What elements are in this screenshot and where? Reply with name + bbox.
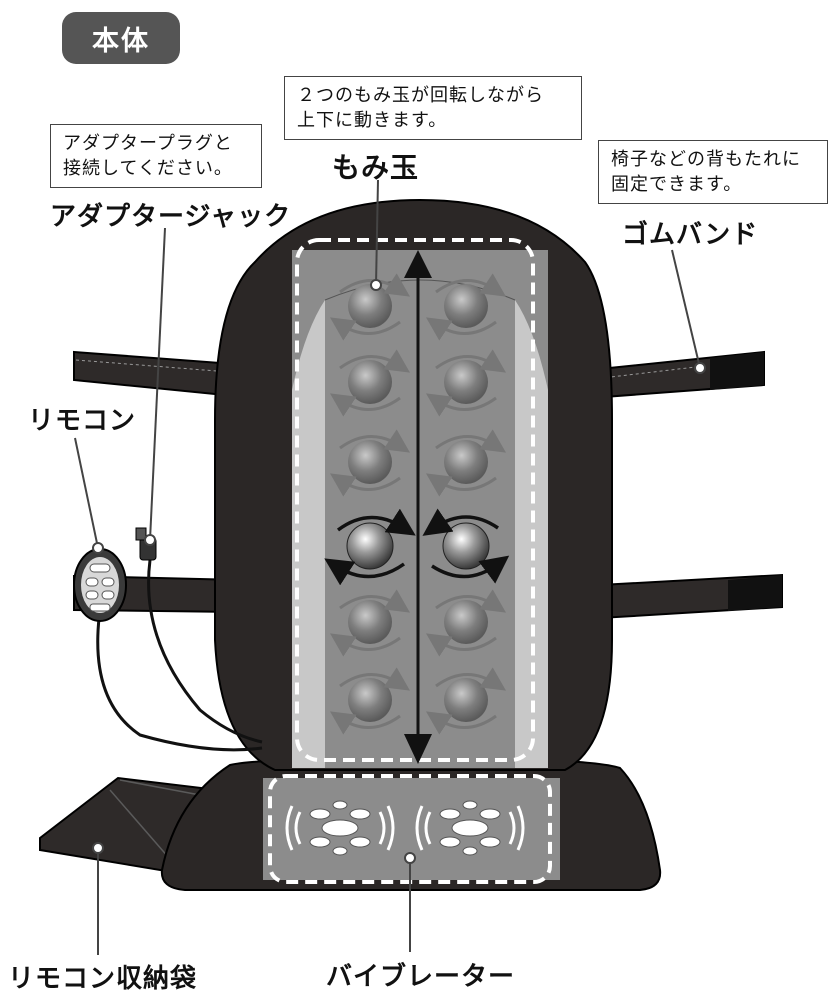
label-rubber-band: ゴムバンド (622, 220, 759, 250)
band-note-line-1: 椅子などの背もたれに (611, 149, 801, 170)
band-note: 椅子などの背もたれに 固定できます。 (598, 140, 828, 204)
plug-note-line-2: 接続してください。 (63, 158, 233, 179)
adapter-cord (147, 559, 263, 744)
side-bolster-left (292, 300, 325, 768)
remote-cord (96, 609, 263, 752)
page-title: 本体 (62, 12, 180, 64)
rubber-band-upper (73, 350, 765, 400)
label-rollers: もみ玉 (332, 151, 420, 184)
rollers-note: ２つのもみ玉が回転しながら 上下に動きます。 (284, 76, 582, 140)
roller-track-frame (295, 238, 535, 762)
rollers-note-line-1: ２つのもみ玉が回転しながら (297, 85, 544, 106)
plug-note-line-1: アダプタープラグと (63, 133, 233, 154)
leader-lines (74, 179, 706, 955)
plug-note: アダプタープラグと 接続してください。 (50, 124, 262, 188)
massage-rollers (324, 273, 510, 735)
rollers-note-line-2: 上下に動きます。 (297, 110, 448, 131)
band-note-line-2: 固定できます。 (611, 174, 743, 195)
vibrator-motors (285, 800, 525, 856)
label-vibrator: バイブレーター (326, 962, 516, 992)
label-remote: リモコン (28, 406, 137, 436)
label-remote-pocket: リモコン収納袋 (8, 964, 198, 994)
label-adapter-jack: アダプタージャック (50, 202, 292, 232)
remote-control (73, 548, 127, 622)
travel-arrow (404, 250, 432, 764)
